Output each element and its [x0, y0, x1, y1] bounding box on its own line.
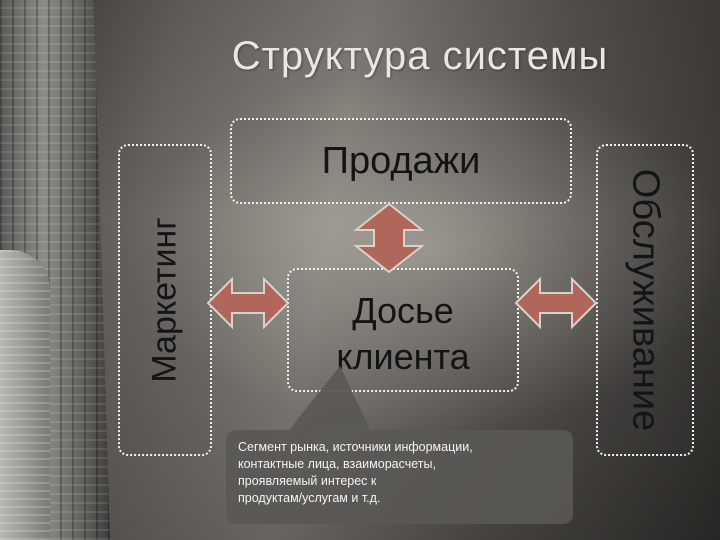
service-label: Обслуживание: [624, 168, 667, 432]
callout-line: контактные лица, взаиморасчеты,: [238, 457, 436, 471]
client-dossier-line1: Досье: [352, 290, 454, 331]
callout-line: проявляемый интерес к: [238, 474, 377, 488]
dossier-details-callout: Сегмент рынка, источники информации, кон…: [226, 430, 573, 524]
client-dossier-label: Досье клиента: [289, 288, 517, 380]
sales-label: Продажи: [321, 140, 481, 182]
dossier-service-arrow-icon: [514, 276, 598, 330]
client-dossier-box: Досье клиента: [287, 268, 519, 392]
service-box: Обслуживание: [596, 144, 694, 456]
callout-pointer-icon: [286, 366, 372, 434]
marketing-box: Маркетинг: [118, 144, 212, 456]
sales-dossier-arrow-icon: [353, 202, 425, 274]
sales-box: Продажи: [230, 118, 572, 204]
marketing-dossier-arrow-icon: [206, 276, 290, 330]
marketing-label: Маркетинг: [145, 217, 184, 383]
callout-line: продуктам/услугам и т.д.: [238, 491, 381, 505]
client-dossier-line2: клиента: [336, 336, 470, 377]
slide-title: Структура системы: [231, 34, 609, 78]
callout-line: Сегмент рынка, источники информации,: [238, 440, 473, 454]
skyscraper-image-lower: [0, 250, 50, 540]
